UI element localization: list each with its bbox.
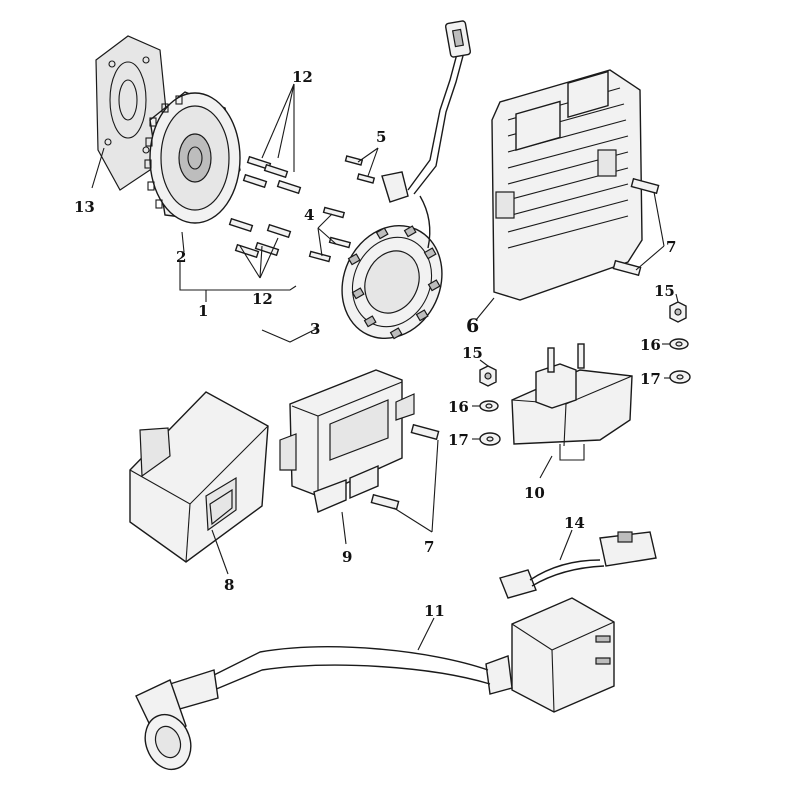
relay-unit-part — [511, 343, 633, 461]
nut-washer-stack-right — [669, 301, 691, 384]
sensor-connector-part — [499, 531, 657, 599]
callout-3: 3 — [310, 320, 320, 338]
regulator-bolts — [612, 177, 660, 277]
stator-screws — [308, 206, 352, 263]
callout-17-middle: 17 — [448, 431, 469, 449]
callout-15-right: 15 — [654, 282, 675, 300]
ignition-coil-part — [135, 597, 615, 771]
stator-part — [341, 20, 472, 340]
callout-9: 9 — [342, 548, 352, 566]
callout-4: 4 — [304, 206, 314, 224]
callout-15-middle: 15 — [462, 344, 483, 362]
callout-5: 5 — [376, 128, 386, 146]
leader-lines — [91, 83, 679, 651]
regulator-rectifier-part — [491, 69, 643, 301]
callout-16-middle: 16 — [448, 398, 469, 416]
callout-10: 10 — [524, 484, 545, 502]
flywheel-bolts — [228, 155, 302, 259]
cdi-bolts — [370, 423, 440, 511]
cdi-module-part — [279, 369, 415, 513]
nut-washer-stack-middle — [479, 365, 501, 446]
callout-17-right: 17 — [640, 370, 661, 388]
callout-2: 2 — [176, 248, 186, 266]
callout-7-lower: 7 — [424, 538, 434, 556]
callout-16-right: 16 — [640, 336, 661, 354]
callout-12-upper: 12 — [292, 68, 313, 86]
callout-13: 13 — [74, 198, 95, 216]
callout-11: 11 — [424, 602, 445, 620]
ecu-box-part — [129, 391, 269, 563]
callout-labels: 1 2 3 4 5 6 7 7 8 9 10 11 12 12 13 14 15… — [74, 68, 676, 620]
callout-7-upper: 7 — [666, 238, 676, 256]
callout-8: 8 — [224, 576, 234, 594]
flywheel-rotor-part — [144, 91, 241, 224]
cable-clamp-screws — [344, 155, 376, 184]
callout-12-lower: 12 — [252, 290, 273, 308]
callout-1: 1 — [198, 302, 208, 320]
callout-14: 14 — [564, 514, 585, 532]
callout-6: 6 — [466, 315, 479, 337]
